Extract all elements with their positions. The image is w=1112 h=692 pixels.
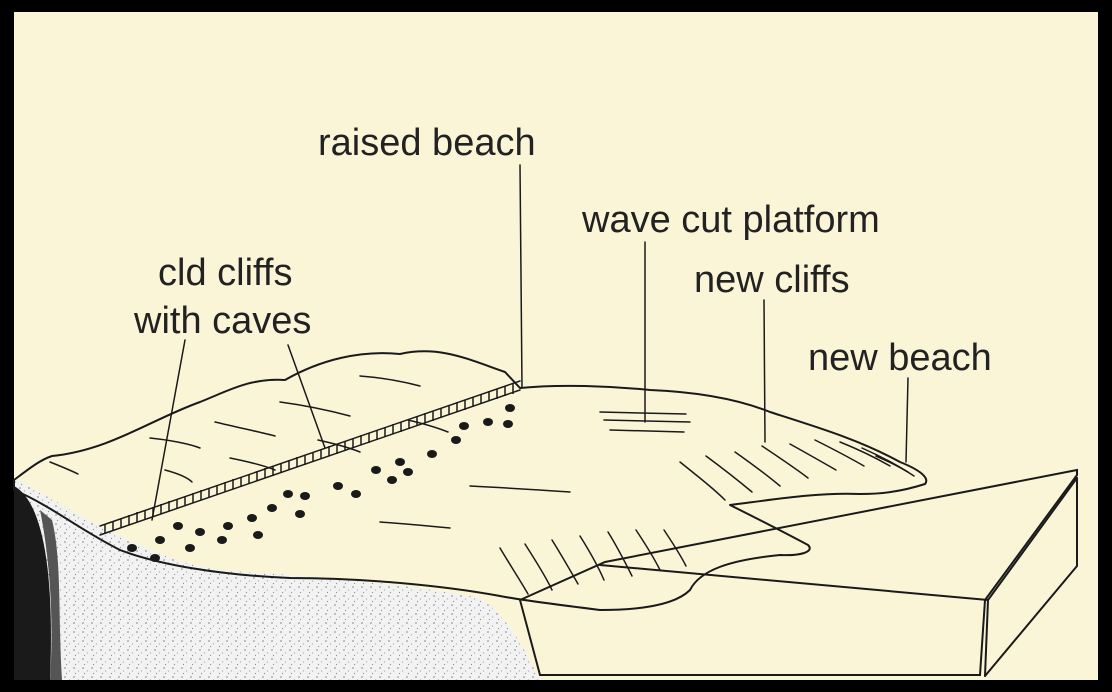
label-new-beach: new beach — [808, 337, 992, 379]
label-old-cliffs: cld cliffs — [158, 252, 292, 294]
label-with-caves: with caves — [133, 300, 311, 342]
label-new-cliffs: new cliffs — [694, 259, 850, 301]
label-wave-cut-platform: wave cut platform — [581, 199, 880, 241]
label-raised-beach: raised beach — [318, 122, 536, 164]
leader-new-cliffs — [764, 300, 765, 442]
